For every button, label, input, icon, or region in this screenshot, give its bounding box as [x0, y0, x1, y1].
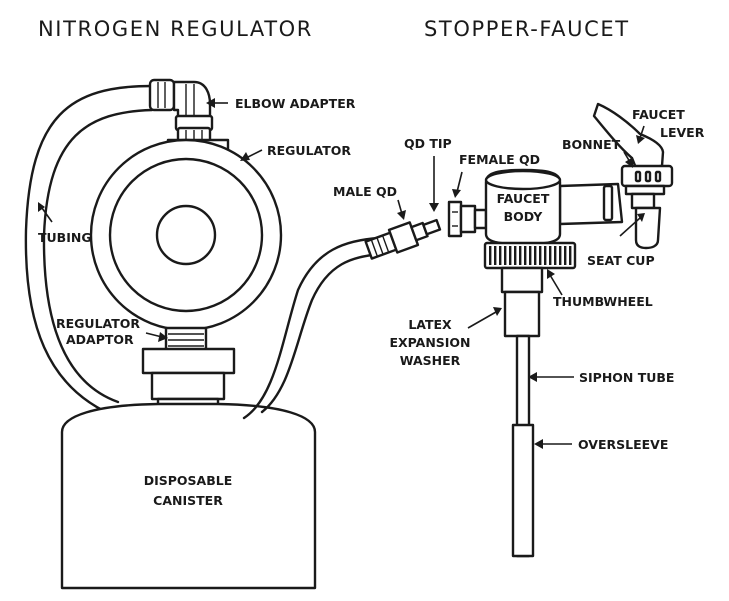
tubing-loop-outer	[24, 84, 154, 420]
regulator-gauge	[89, 138, 283, 332]
label-bonnet: BONNET	[562, 137, 621, 152]
label-faucet-lever-line1: FAUCET	[632, 107, 685, 122]
label-male-qd: MALE QD	[333, 184, 397, 199]
thumbwheel-ridge	[569, 246, 572, 265]
latex-ring	[602, 184, 614, 222]
qd-tip-pointer	[429, 156, 439, 212]
male-qd-pointer	[397, 199, 406, 220]
thumbwheel-ridge	[564, 246, 567, 265]
thumbwheel-ridge	[514, 246, 517, 265]
title-nitrogen-regulator: NITROGEN REGULATOR	[38, 17, 313, 41]
label-faucet-body-line1: FAUCET	[497, 191, 550, 206]
thumbwheel-ridge	[549, 246, 552, 265]
elbow-adapter	[148, 78, 214, 144]
label-seat-cup: SEAT CUP	[587, 253, 655, 268]
label-disposable-canister-line1: DISPOSABLE	[144, 473, 233, 488]
thumbwheel-ridge	[534, 246, 537, 265]
thumbwheel-ridge	[524, 246, 527, 265]
label-siphon-tube: SIPHON TUBE	[579, 370, 674, 385]
thumbwheel-ridge	[559, 246, 562, 265]
stopper-stem	[500, 266, 544, 338]
thumbwheel-ridge	[509, 246, 512, 265]
faucet-lever-pointer	[636, 125, 645, 144]
label-oversleeve: OVERSLEEVE	[578, 437, 668, 452]
title-stopper-faucet: STOPPER-FAUCET	[424, 17, 630, 41]
bonnet-pointer	[623, 151, 633, 168]
label-latex-washer-line1: LATEX	[408, 317, 452, 332]
bonnet	[620, 164, 674, 196]
female-qd-pointer	[452, 171, 463, 198]
thumbwheel-ridge	[489, 246, 492, 265]
label-faucet-body-line2: BODY	[504, 209, 544, 224]
faucet-body	[484, 168, 624, 246]
label-thumbwheel: THUMBWHEEL	[553, 294, 653, 309]
label-regulator-adaptor-line1: REGULATOR	[56, 316, 140, 331]
thumbwheel-ridge	[494, 246, 497, 265]
thumbwheel-ridge	[539, 246, 542, 265]
female-qd	[447, 200, 488, 238]
oversleeve	[511, 423, 535, 558]
disposable-canister	[60, 402, 317, 590]
tubing-to-qd-inner	[260, 252, 384, 414]
seat-cup-pointer	[619, 213, 645, 237]
thumbwheel-ridge	[574, 246, 575, 265]
thumbwheel-ridge	[519, 246, 522, 265]
thumbwheel-ridge	[544, 246, 547, 265]
label-disposable-canister-line2: CANISTER	[153, 493, 223, 508]
thumbwheel-ridge	[554, 246, 557, 265]
label-regulator-adaptor-line2: ADAPTOR	[66, 332, 134, 347]
thumbwheel	[483, 241, 577, 270]
label-regulator: REGULATOR	[267, 143, 351, 158]
tubing-to-qd-outer	[242, 236, 382, 420]
regulator-adaptor	[141, 326, 236, 413]
tubing-loop-inner	[42, 108, 154, 404]
faucet-lever	[592, 102, 665, 170]
regulator-pointer	[240, 149, 263, 161]
latex-washer-pointer	[467, 307, 502, 329]
regulator-adaptor-pointer	[145, 332, 168, 342]
label-latex-washer-line3: WASHER	[400, 353, 461, 368]
thumbwheel-pointer	[547, 269, 563, 296]
siphon-tube-pointer	[528, 372, 574, 382]
label-tubing: TUBING	[38, 230, 92, 245]
male-qd	[364, 218, 442, 260]
thumbwheel-ridge	[499, 246, 502, 265]
thumbwheel-ridge	[504, 246, 507, 265]
elbow-adapter-pointer	[206, 98, 228, 108]
label-elbow-adapter: ELBOW ADAPTER	[235, 96, 356, 111]
thumbwheel-ridge	[529, 246, 532, 265]
oversleeve-pointer	[534, 439, 572, 449]
label-faucet-lever-line2: LEVER	[660, 125, 705, 140]
label-female-qd: FEMALE QD	[459, 152, 540, 167]
label-latex-washer-line2: EXPANSION	[389, 335, 470, 350]
label-qd-tip: QD TIP	[404, 136, 452, 151]
tubing-pointer	[38, 202, 53, 223]
